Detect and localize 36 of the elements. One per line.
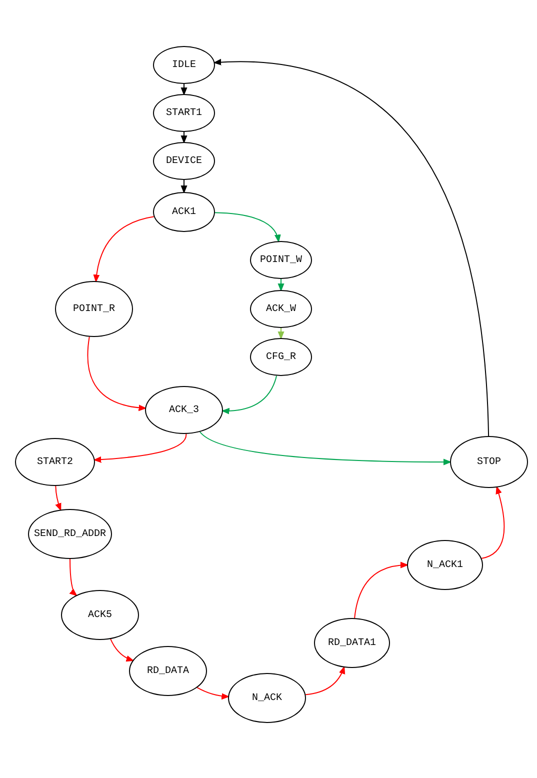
arrow [214,212,280,242]
arrow [278,328,284,340]
state-ellipse: START2 [15,438,95,486]
arrow [354,562,408,619]
arrow [94,216,154,282]
state-ellipse: ACK_3 [145,386,223,434]
state-ellipse: N_ACK [228,673,306,723]
state-ellipse: ACK_W [250,290,312,328]
state-ellipse: DEVICE [153,142,215,180]
state-ellipse: RD_DATA [129,646,207,696]
arrow [94,433,187,463]
arrow [110,638,134,662]
state-ellipse: POINT_W [250,241,312,279]
arrow [180,132,188,144]
arrow [305,666,345,696]
state-ellipse: CFG_R [250,338,312,376]
state-ellipse: SEND_RD_ADDR [28,509,112,559]
state-ellipse: POINT_R [55,281,133,337]
arrow [481,486,505,559]
state-ellipse: ACK5 [61,590,139,640]
arrow [70,558,78,596]
state-ellipse: IDLE [153,46,215,84]
arrow [200,431,452,466]
arrow [180,84,188,96]
state-ellipse: STOP [450,436,528,488]
arrow [278,278,284,292]
arrow [214,59,490,436]
state-ellipse: START1 [153,94,215,132]
arrow [196,687,230,700]
arrow [180,180,188,194]
arrow [55,486,62,511]
state-ellipse: N_ACK1 [407,540,483,590]
arrow [222,375,278,414]
arrow [87,336,146,411]
state-ellipse: RD_DATA1 [314,618,390,668]
state-ellipse: ACK1 [153,192,215,232]
